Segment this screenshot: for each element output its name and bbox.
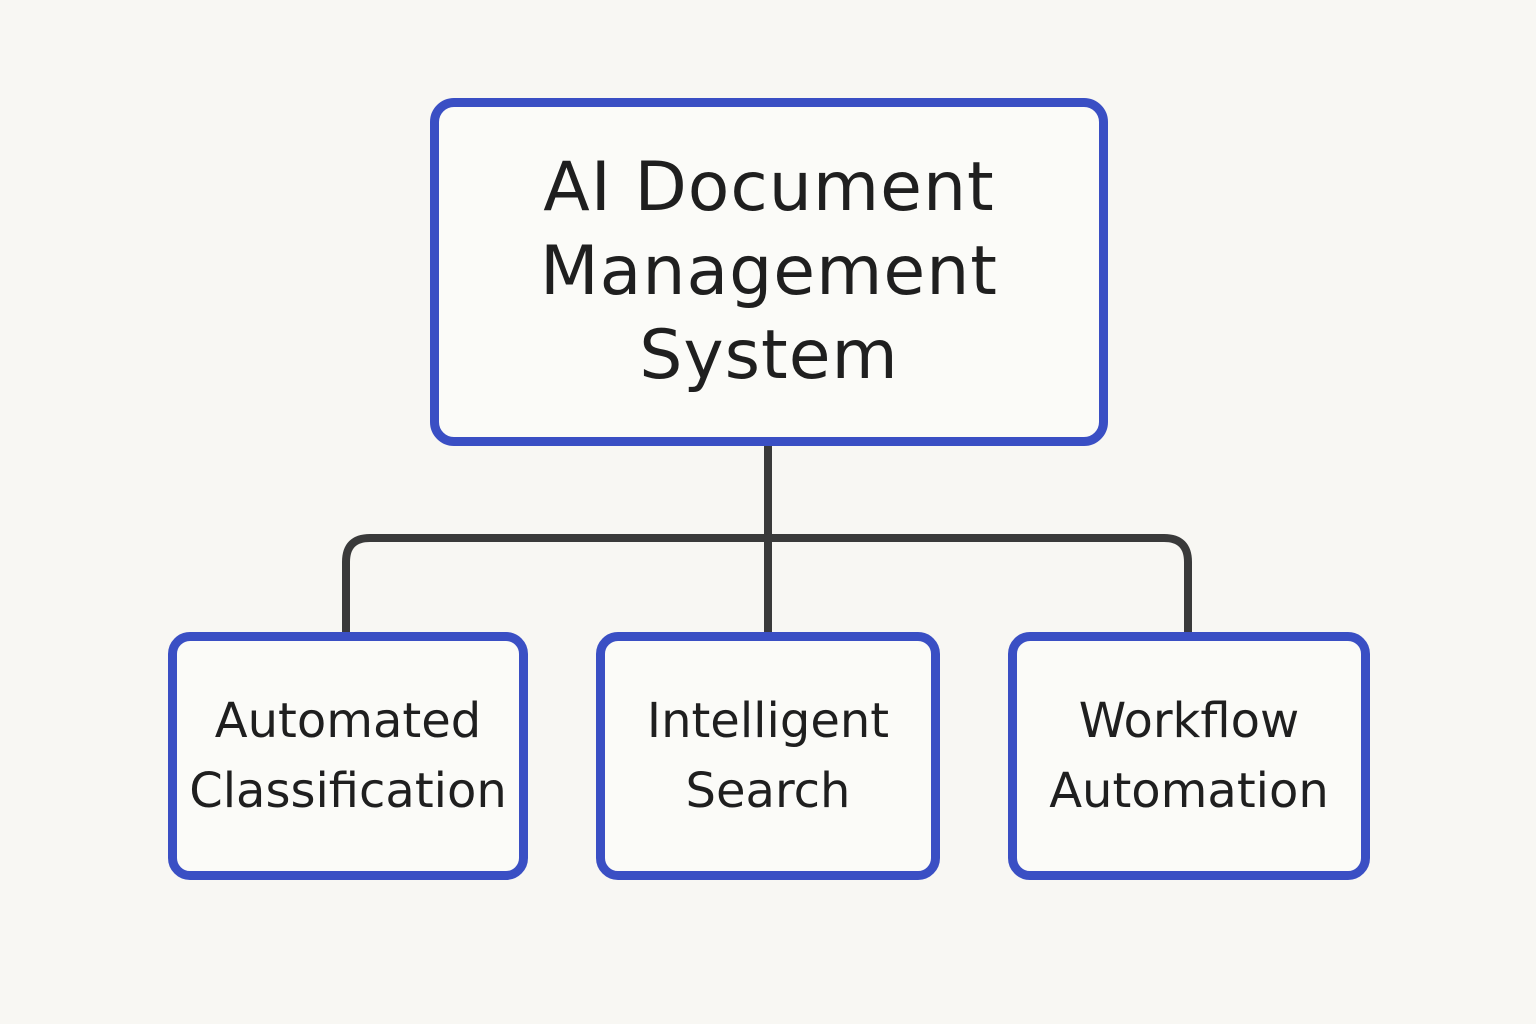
child-node-automated-classification: Automated Classification (168, 632, 528, 880)
connector-right (764, 534, 1192, 636)
root-node-label: AI Document Management System (540, 146, 998, 398)
child-label-line: Classification (189, 763, 507, 819)
child-label-line: Automation (1049, 763, 1329, 819)
root-label-line: Management (540, 232, 998, 311)
root-label-line: System (639, 316, 899, 395)
child-label-line: Intelligent (646, 693, 890, 749)
connector-left (342, 534, 772, 636)
child-node-label: Workflow Automation (1049, 686, 1329, 826)
child-label-line: Workflow (1078, 693, 1300, 749)
child-node-label: Intelligent Search (647, 686, 889, 826)
root-label-line: AI Document (543, 148, 995, 227)
root-node: AI Document Management System (430, 98, 1108, 446)
child-node-workflow-automation: Workflow Automation (1008, 632, 1370, 880)
child-label-line: Automated (214, 693, 482, 749)
child-label-line: Search (685, 763, 851, 819)
child-node-intelligent-search: Intelligent Search (596, 632, 940, 880)
child-node-label: Automated Classification (189, 686, 507, 826)
